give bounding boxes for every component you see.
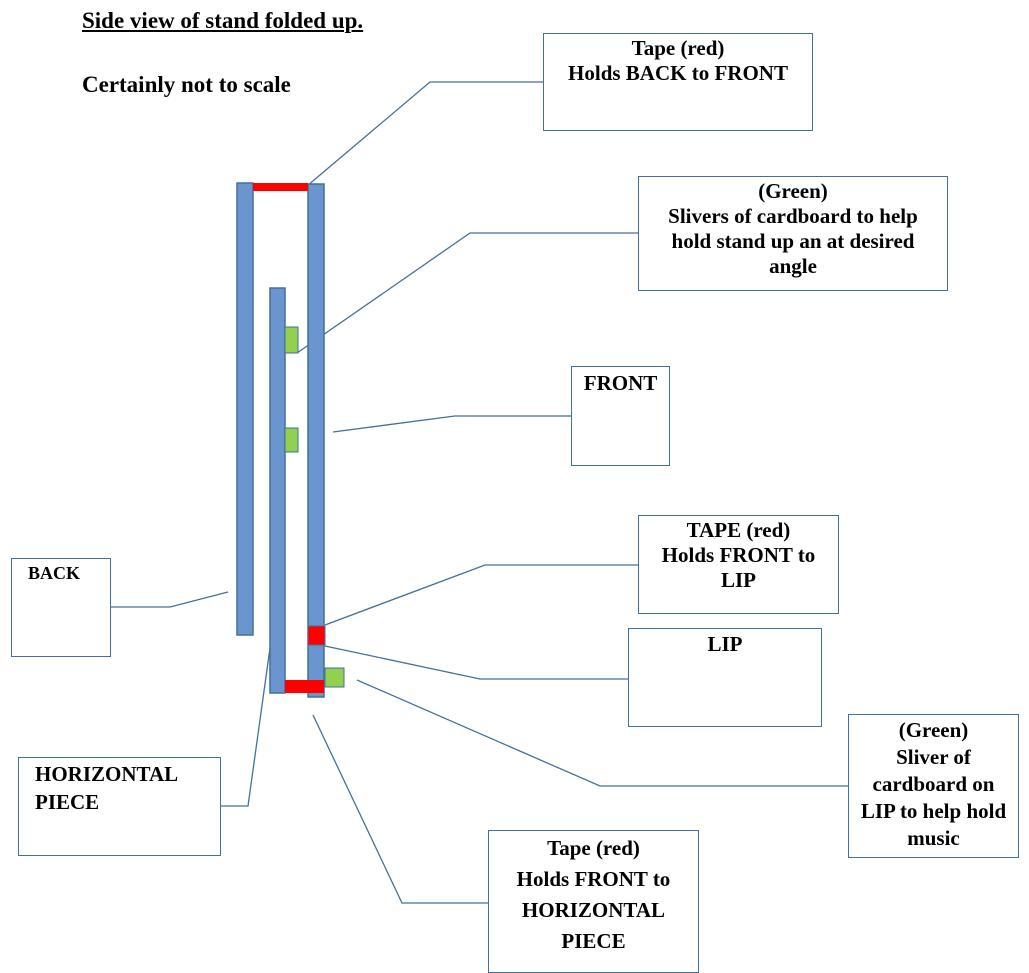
label-text: angle xyxy=(769,254,817,278)
label-text: LIP xyxy=(707,632,743,656)
connector-green-slivers xyxy=(296,232,638,354)
label-text: cardboard on xyxy=(872,772,995,796)
label-text: (Green) xyxy=(758,179,828,203)
label-text: Slivers of cardboard to help xyxy=(668,204,918,228)
label-lip: LIP xyxy=(628,628,822,727)
label-text: BACK xyxy=(28,563,81,583)
label-green-lip: (Green) Sliver of cardboard on LIP to he… xyxy=(848,714,1019,858)
label-text: Sliver of xyxy=(896,745,971,769)
label-text: hold stand up an at desired xyxy=(671,229,915,253)
sliver-upper xyxy=(284,326,299,354)
label-text: LIP xyxy=(720,568,756,592)
tape-top xyxy=(253,183,308,191)
label-text: TAPE (red) xyxy=(686,518,791,542)
connector-front xyxy=(332,415,571,433)
label-text: Holds FRONT to xyxy=(661,543,816,567)
label-text: Holds BACK to FRONT xyxy=(568,61,788,85)
back-board xyxy=(236,182,254,636)
boards xyxy=(236,182,325,698)
connector-tape-lip xyxy=(324,564,638,626)
connector-lines xyxy=(110,81,848,904)
sliver-lower xyxy=(284,427,299,453)
horizontal-piece xyxy=(269,287,286,694)
label-text: FRONT xyxy=(583,371,658,395)
label-horizontal-piece: HORIZONTAL PIECE xyxy=(18,757,221,856)
tape-pieces xyxy=(253,183,326,693)
label-text: LIP to help hold xyxy=(860,799,1007,823)
connector-green-lip xyxy=(356,679,848,787)
sliver-lip xyxy=(324,667,345,688)
label-green-slivers: (Green) Slivers of cardboard to help hol… xyxy=(638,176,948,291)
tape-lip xyxy=(307,625,326,646)
label-text: PIECE xyxy=(561,929,626,953)
front-board xyxy=(307,183,325,698)
label-text: Tape (red) xyxy=(631,36,725,60)
connector-tape-top xyxy=(306,81,543,187)
label-tape-lip: TAPE (red) Holds FRONT to LIP xyxy=(638,515,839,614)
diagram-title: Side view of stand folded up. xyxy=(82,8,364,33)
diagram-subtitle: Certainly not to scale xyxy=(82,72,291,97)
label-text: (Green) xyxy=(898,718,969,742)
label-text: music xyxy=(907,826,960,850)
connector-lip xyxy=(324,645,628,680)
connector-horizontal xyxy=(220,647,271,807)
label-front: FRONT xyxy=(571,366,670,466)
label-text: HORIZONTAL xyxy=(35,762,179,786)
label-text: HORIZONTAL xyxy=(521,898,666,922)
label-text: Holds FRONT to xyxy=(516,867,671,891)
label-text: Tape (red) xyxy=(547,836,640,860)
connector-tape-bottom xyxy=(312,714,488,904)
label-tape-bottom: Tape (red) Holds FRONT to HORIZONTAL PIE… xyxy=(488,830,699,973)
connector-back xyxy=(110,591,229,608)
green-slivers xyxy=(284,326,345,688)
label-text: PIECE xyxy=(35,790,100,814)
label-back: BACK xyxy=(11,558,111,657)
label-tape-top: Tape (red) Holds BACK to FRONT xyxy=(543,33,813,131)
tape-bottom xyxy=(285,680,324,693)
